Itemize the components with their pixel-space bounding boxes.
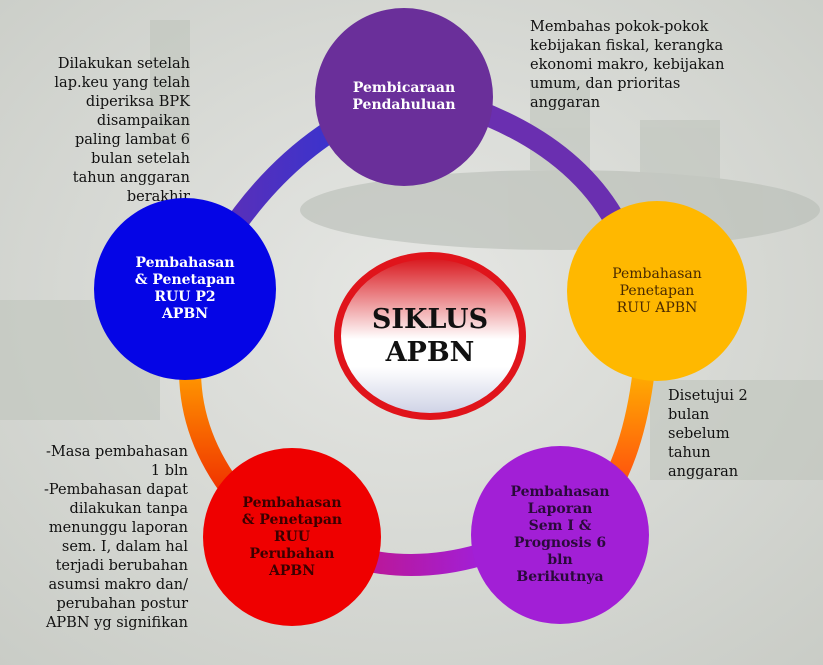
stage-pembahasan-laporan-sem-i[interactable]: Pembahasan Laporan Sem I & Prognosis 6 b…: [471, 446, 649, 624]
stage-label: Pembahasan & Penetapan RUU Perubahan APB…: [241, 494, 343, 579]
stage-pembicaraan-pendahuluan[interactable]: Pembicaraan Pendahuluan: [315, 8, 493, 186]
stage-label: Pembicaraan Pendahuluan: [352, 80, 456, 113]
note-top-left: Dilakukan setelah lap.keu yang telah dip…: [54, 56, 190, 205]
note-mid-right: Disetujui 2 bulan sebelum tahun anggaran: [668, 388, 748, 480]
ring-segment-2: [471, 99, 630, 236]
stage-label: Pembahasan Laporan Sem I & Prognosis 6 b…: [510, 484, 610, 585]
center-siklus-apbn: SIKLUS APBN: [334, 252, 526, 420]
note-top-right: Membahas pokok-pokok kebijakan fiskal, k…: [530, 19, 725, 111]
note-bottom-left: -Masa pembahasan 1 bln -Pembahasan dapat…: [44, 444, 188, 631]
stage-pembahasan-penetapan-ruu-perubahan[interactable]: Pembahasan & Penetapan RUU Perubahan APB…: [203, 448, 381, 626]
stage-label: Pembahasan Penetapan RUU APBN: [612, 265, 702, 316]
stage-pembahasan-penetapan-ruu-p2[interactable]: Pembahasan & Penetapan RUU P2 APBN: [94, 198, 276, 380]
stage-pembahasan-penetapan-ruu-apbn[interactable]: Pembahasan Penetapan RUU APBN: [567, 201, 747, 381]
stage-label: Pembahasan & Penetapan RUU P2 APBN: [134, 255, 236, 322]
